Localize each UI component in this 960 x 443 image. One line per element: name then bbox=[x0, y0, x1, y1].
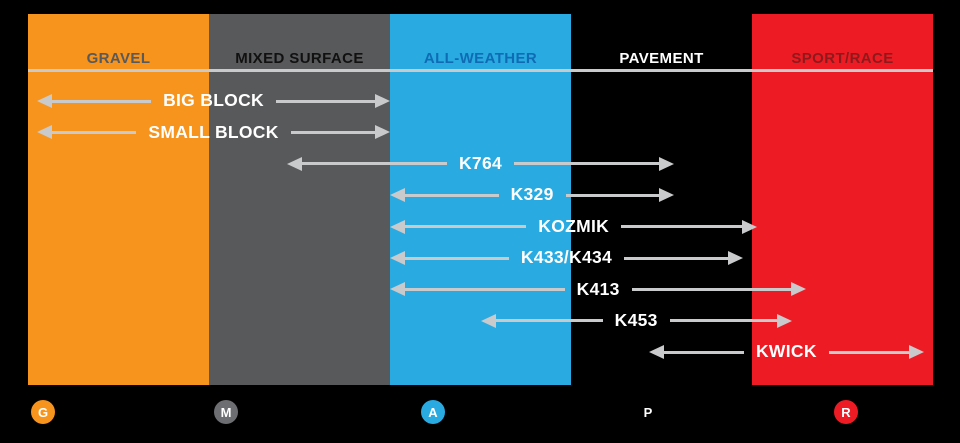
badge-sport-race: R bbox=[834, 400, 858, 424]
column-gravel: GRAVEL bbox=[28, 14, 209, 385]
range-arrow-big-block: BIG BLOCK bbox=[37, 89, 390, 113]
badge-pavement: P bbox=[636, 400, 660, 424]
arrowhead-left-icon bbox=[37, 125, 53, 140]
arrowhead-right-icon bbox=[908, 345, 924, 360]
arrow-label-k433-k434: K433/K434 bbox=[520, 247, 613, 268]
arrowhead-left-icon bbox=[648, 345, 664, 360]
range-arrow-k453: K453 bbox=[480, 309, 792, 333]
range-arrow-k433-k434: K433/K434 bbox=[390, 246, 743, 270]
arrow-label-kozmik: KOZMIK bbox=[538, 215, 610, 236]
arrow-label-k413: K413 bbox=[576, 278, 620, 299]
arrow-label-small-block: SMALL BLOCK bbox=[148, 121, 279, 142]
arrow-line-left bbox=[405, 225, 527, 229]
arrowhead-right-icon bbox=[742, 219, 758, 234]
range-arrow-k329: K329 bbox=[390, 183, 675, 207]
arrowhead-right-icon bbox=[374, 125, 390, 140]
arrow-line-right bbox=[514, 162, 660, 166]
column-header-gravel: GRAVEL bbox=[86, 50, 151, 67]
range-arrow-kwick: KWICK bbox=[648, 340, 924, 364]
arrow-line-right bbox=[624, 256, 728, 260]
arrowhead-right-icon bbox=[791, 282, 807, 297]
arrow-line-right bbox=[669, 319, 777, 323]
column-header-pavement: PAVEMENT bbox=[619, 50, 704, 67]
arrow-line-right bbox=[275, 99, 375, 103]
range-arrow-kozmik: KOZMIK bbox=[390, 215, 758, 239]
arrowhead-left-icon bbox=[390, 188, 405, 203]
column-header-sport-race: SPORT/RACE bbox=[791, 50, 894, 67]
arrowhead-left-icon bbox=[390, 219, 405, 234]
arrow-line-right bbox=[828, 350, 909, 354]
arrowhead-left-icon bbox=[37, 94, 53, 108]
arrow-line-left bbox=[405, 287, 565, 291]
arrow-label-k453: K453 bbox=[614, 310, 658, 331]
badge-gravel: G bbox=[31, 400, 55, 424]
column-header-all-weather: ALL-WEATHER bbox=[423, 50, 538, 67]
arrowhead-right-icon bbox=[727, 251, 743, 265]
arrow-line-left bbox=[52, 130, 137, 134]
arrow-label-big-block: BIG BLOCK bbox=[163, 90, 264, 111]
arrow-label-kwick: KWICK bbox=[755, 341, 817, 362]
arrow-label-k764: K764 bbox=[458, 153, 503, 174]
range-arrow-k413: K413 bbox=[390, 277, 807, 301]
arrow-line-right bbox=[621, 225, 743, 229]
arrow-line-left bbox=[405, 256, 509, 260]
column-header-mixed-surface: MIXED SURFACE bbox=[235, 50, 364, 67]
arrow-line-left bbox=[405, 193, 499, 197]
arrowhead-right-icon bbox=[659, 188, 675, 203]
badge-all-weather: A bbox=[421, 400, 445, 424]
range-arrow-small-block: SMALL BLOCK bbox=[37, 120, 390, 144]
arrow-line-left bbox=[301, 162, 447, 166]
arrow-line-right bbox=[290, 130, 375, 134]
arrow-line-left bbox=[495, 319, 603, 323]
arrow-line-left bbox=[663, 350, 744, 354]
arrowhead-right-icon bbox=[776, 313, 792, 328]
arrowhead-left-icon bbox=[390, 251, 405, 265]
arrow-line-left bbox=[52, 99, 152, 103]
badge-mixed-surface: M bbox=[214, 400, 238, 424]
header-divider-line bbox=[28, 69, 933, 72]
arrowhead-left-icon bbox=[390, 282, 405, 297]
arrow-label-k329: K329 bbox=[510, 184, 554, 205]
column-mixed-surface: MIXED SURFACE bbox=[209, 14, 390, 385]
range-arrow-k764: K764 bbox=[286, 152, 675, 176]
arrowhead-left-icon bbox=[480, 313, 496, 328]
arrowhead-right-icon bbox=[659, 156, 675, 171]
arrowhead-right-icon bbox=[375, 94, 390, 108]
arrow-line-right bbox=[631, 287, 792, 291]
arrowhead-left-icon bbox=[286, 156, 302, 171]
arrow-line-right bbox=[565, 193, 660, 197]
